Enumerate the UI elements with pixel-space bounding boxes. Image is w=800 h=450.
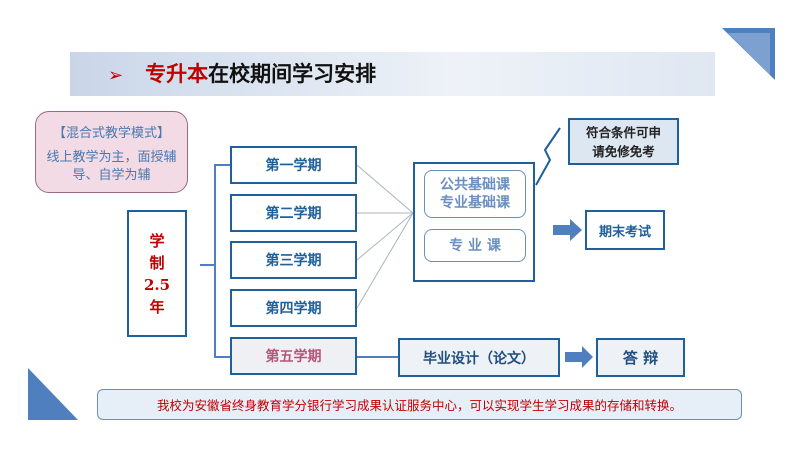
course-label: 专业基础课 <box>440 195 510 211</box>
corner-decoration-bottom <box>28 368 78 420</box>
fan-lines <box>356 164 414 309</box>
teaching-mode-box: 【混合式教学模式】 线上教学为主，面授辅导、自学为辅 <box>35 111 188 193</box>
duration-text: 2.5 <box>143 275 171 294</box>
duration-box: 学 制 2.5 年 <box>127 210 187 337</box>
semester-1: 第一学期 <box>230 146 357 184</box>
major-courses: 专 业 课 <box>424 229 526 262</box>
callout-text: 符合条件可申 <box>585 125 661 140</box>
teaching-mode-heading: 【混合式教学模式】 <box>52 126 170 141</box>
basic-courses: 公共基础课 专业基础课 <box>424 170 526 218</box>
final-exam-box: 期末考试 <box>585 210 665 250</box>
title-bar <box>70 52 715 96</box>
course-label: 公共基础课 <box>440 177 510 193</box>
duration-text: 制 <box>149 253 165 272</box>
exemption-callout: 符合条件可申 请免修免考 <box>568 118 679 165</box>
arrow-icon <box>553 219 582 241</box>
defense-box: 答 辩 <box>596 338 685 377</box>
footer-note: 我校为安徽省终身教育学分银行学习成果认证服务中心，可以实现学生学习成果的存储和转… <box>97 389 742 420</box>
page-title: ➢专升本在校期间学习安排 <box>108 62 377 86</box>
semester-5: 第五学期 <box>230 337 357 375</box>
teaching-mode-body: 线上教学为主，面授辅导、自学为辅 <box>46 150 177 183</box>
callout-text: 请免修免考 <box>592 144 655 159</box>
callout-pointer <box>535 127 561 186</box>
arrow-icon <box>565 346 593 368</box>
duration-text: 学 <box>149 231 165 250</box>
semester-3: 第三学期 <box>230 241 357 279</box>
semester-4: 第四学期 <box>230 289 357 327</box>
semester-2: 第二学期 <box>230 194 357 232</box>
duration-text: 年 <box>149 297 165 316</box>
thesis-box: 毕业设计（论文） <box>398 338 560 377</box>
bracket <box>200 164 230 358</box>
